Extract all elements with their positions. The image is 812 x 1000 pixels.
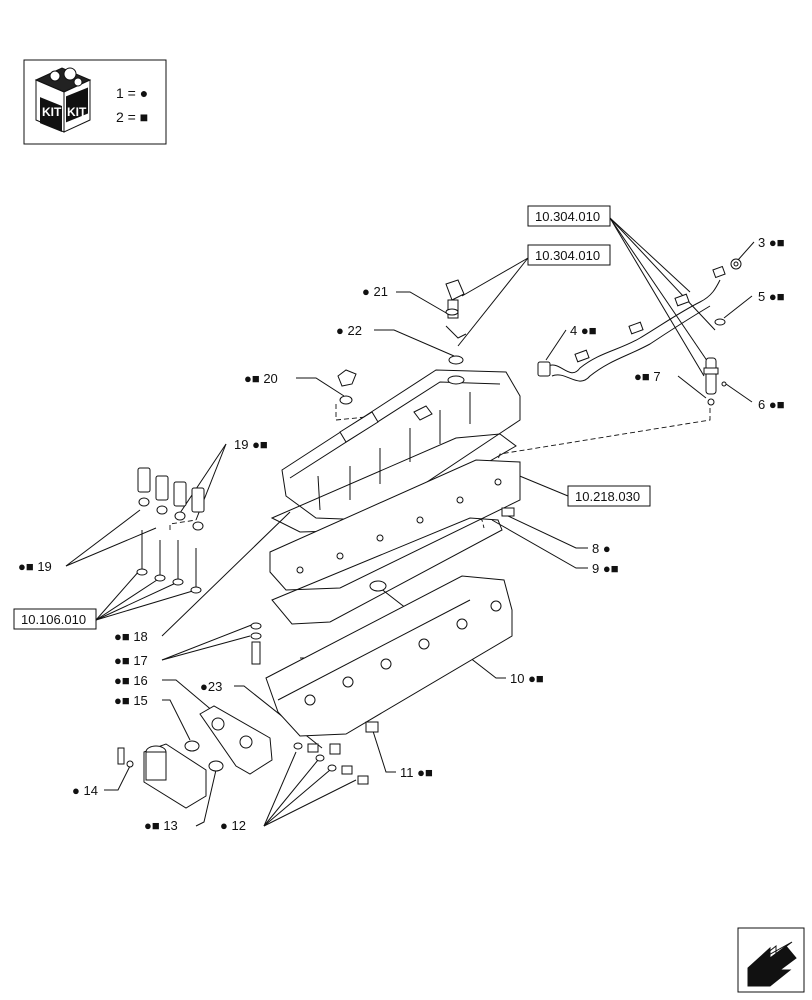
callout-16[interactable]: ●■ 16 <box>114 673 148 688</box>
seal-8 <box>501 507 515 517</box>
callout-14[interactable]: ● 14 <box>72 783 98 798</box>
callout-22[interactable]: ● 22 <box>336 323 362 338</box>
bolt-14 <box>117 747 134 768</box>
callout-13[interactable]: ●■ 13 <box>144 818 178 833</box>
callout-10[interactable]: 10 ●■ <box>510 671 544 686</box>
callouts: 3 ●■ 4 ●■ 5 ●■ 6 ●■ ●■ 7 8 ● 9 ●■ 10 ●■ … <box>18 235 785 833</box>
callout-6[interactable]: 6 ●■ <box>758 397 785 412</box>
ref-top-text: 10.304.010 <box>535 209 600 224</box>
fuel-line-assembly <box>547 265 726 382</box>
next-page-arrow-icon[interactable] <box>737 927 805 993</box>
kit-label-right: KIT <box>67 105 87 119</box>
oring-15 <box>184 740 200 752</box>
spacer-plate <box>269 459 521 591</box>
ref-mid-text: 10.304.010 <box>535 248 600 263</box>
callout-11[interactable]: 11 ●■ <box>400 765 433 780</box>
kit-box-icon: KIT KIT <box>34 67 92 133</box>
valves <box>136 530 202 594</box>
cap-20 <box>337 369 357 405</box>
ref-box-mid[interactable]: 10.304.010 <box>527 244 611 266</box>
cylinder-head <box>265 575 513 737</box>
sensor-17-18 <box>250 622 262 665</box>
ref-box-head[interactable]: 10.218.030 <box>567 485 651 507</box>
ref-valve-text: 10.106.010 <box>21 612 86 627</box>
kit-label-left: KIT <box>42 105 62 119</box>
injector-3-clip <box>730 258 742 270</box>
seal-10 <box>369 580 387 592</box>
washer-5 <box>714 318 726 326</box>
callout-12[interactable]: ● 12 <box>220 818 246 833</box>
kit-legend-frame <box>23 59 167 145</box>
valve-springs <box>137 467 205 531</box>
callout-20[interactable]: ●■ 20 <box>244 371 278 386</box>
callout-8[interactable]: 8 ● <box>592 541 611 556</box>
rocker-cover <box>281 369 521 521</box>
callout-19-top[interactable]: 19 ●■ <box>234 437 268 452</box>
callout-9[interactable]: 9 ●■ <box>592 561 619 576</box>
breather-21 <box>445 279 467 339</box>
oring-13 <box>208 760 224 772</box>
injector-body <box>703 357 727 406</box>
callout-18[interactable]: ●■ 18 <box>114 629 148 644</box>
callout-23[interactable]: ●23 <box>200 679 222 694</box>
fittings-12-23 <box>293 742 369 785</box>
thermostat-body <box>143 743 207 809</box>
callout-3[interactable]: 3 ●■ <box>758 235 785 250</box>
callout-19-left[interactable]: ●■ 19 <box>18 559 52 574</box>
callout-7[interactable]: ●■ 7 <box>634 369 661 384</box>
legend-entry-1: 1 = ● <box>116 85 148 101</box>
gasket-9 <box>271 517 503 625</box>
callout-17[interactable]: ●■ 17 <box>114 653 148 668</box>
legend-entry-2: 2 = ■ <box>116 109 148 125</box>
thermostat-housing-16 <box>199 705 273 775</box>
ref-box-top[interactable]: 10.304.010 <box>527 205 611 227</box>
plug-11 <box>365 721 379 733</box>
callout-15[interactable]: ●■ 15 <box>114 693 148 708</box>
callout-4[interactable]: 4 ●■ <box>570 323 597 338</box>
ref-head-text: 10.218.030 <box>575 489 640 504</box>
ref-box-valve[interactable]: 10.106.010 <box>13 608 97 630</box>
oring-22 <box>448 355 464 365</box>
gasket-18 <box>270 433 517 533</box>
leader-lines <box>65 217 755 827</box>
callout-5[interactable]: 5 ●■ <box>758 289 785 304</box>
fitting-4 <box>537 361 551 377</box>
kit-legend: KIT KIT 1 = ● 2 = ■ <box>23 59 167 145</box>
callout-21[interactable]: ● 21 <box>362 284 388 299</box>
